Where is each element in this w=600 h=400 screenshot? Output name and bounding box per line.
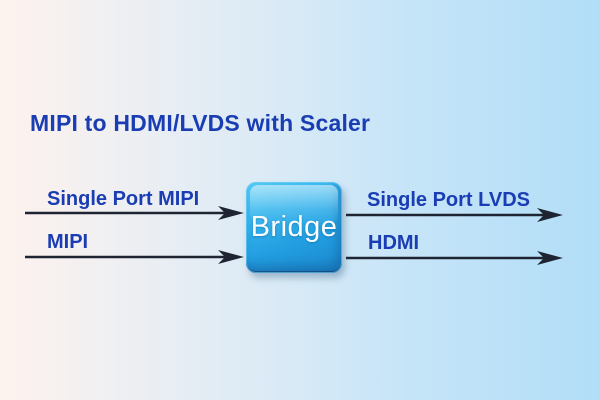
output-label-single-port-lvds: Single Port LVDS (367, 189, 530, 211)
output-label-hdmi: HDMI (368, 232, 420, 254)
arrow-output-hdmi (346, 251, 563, 265)
bridge-node-label: Bridge (250, 211, 338, 243)
bridge-node: Bridge (246, 182, 342, 273)
arrow-output-single-port-lvds (346, 208, 563, 222)
input-label-single-port-mipi: Single Port MIPI (47, 188, 200, 210)
input-label-mipi: MIPI (47, 231, 89, 253)
diagram-title: MIPI to HDMI/LVDS with Scaler (30, 110, 371, 136)
arrow-input-mipi (25, 250, 244, 264)
arrow-input-single-port-mipi (25, 206, 244, 220)
